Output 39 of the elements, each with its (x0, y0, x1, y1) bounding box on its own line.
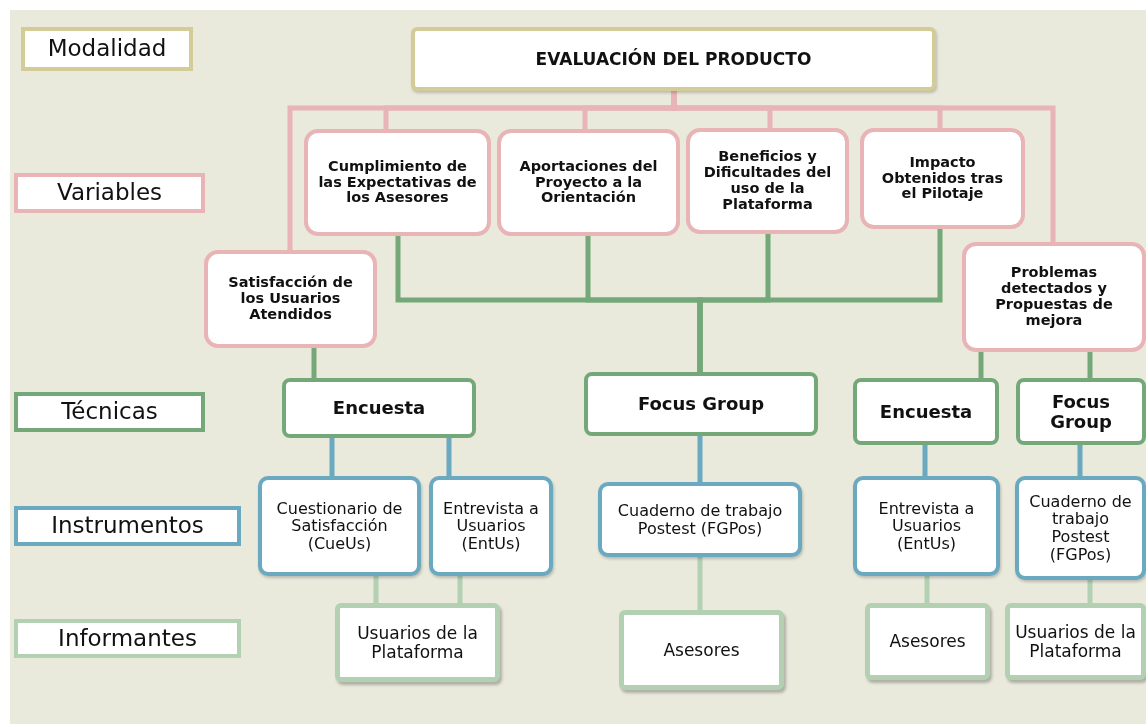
connector-line (1077, 443, 1083, 478)
connector-line (1087, 350, 1093, 380)
technique-box: Focus Group (584, 372, 818, 436)
instrument-box: Cuestionario de Satisfacción (CueUs) (258, 476, 421, 576)
connector-line (329, 436, 335, 478)
connector-line (671, 89, 1056, 244)
technique-box: Focus Group (1016, 378, 1146, 445)
technique-box: Encuesta (853, 378, 999, 445)
instrument-box: Entrevista a Usuarios (EntUs) (853, 476, 1000, 576)
connector-line (922, 443, 928, 478)
connector-line (446, 436, 452, 478)
level-label: Modalidad (21, 27, 193, 71)
level-label: Informantes (14, 619, 241, 658)
informant-box: Usuarios de la Plataforma (335, 603, 500, 682)
informant-box: Asesores (619, 610, 784, 690)
connector-line (697, 227, 943, 374)
connector-line (924, 574, 930, 605)
title-box: EVALUACIÓN DEL PRODUCTO (411, 27, 936, 91)
connector-line (1087, 578, 1093, 605)
variable-box: Impacto Obtenidos tras el Pilotaje (860, 128, 1025, 229)
connector-line (373, 574, 379, 605)
variable-box: Satisfacción de los Usuarios Atendidos (204, 250, 377, 348)
level-label: Variables (14, 173, 205, 213)
variable-box: Problemas detectados y Propuestas de mejora (962, 242, 1146, 352)
level-label: Técnicas (14, 392, 205, 432)
variable-box: Beneficios y Dificultades del uso de la Plataforma (686, 128, 849, 234)
informant-box: Asesores (865, 603, 990, 680)
connector-line (311, 346, 317, 380)
variable-box: Cumplimiento de las Expectativas de los Asesores (304, 129, 491, 236)
connector-line (697, 555, 703, 612)
variable-box: Aportaciones del Proyecto a la Orientación (497, 129, 680, 236)
instrument-box: Cuaderno de trabajo Postest (FGPos) (598, 482, 802, 557)
technique-box: Encuesta (282, 378, 476, 438)
connector-line (457, 574, 463, 605)
informant-box: Usuarios de la Plataforma (1005, 603, 1146, 680)
instrument-box: Entrevista a Usuarios (EntUs) (429, 476, 553, 576)
instrument-box: Cuaderno de trabajo Postest (FGPos) (1015, 476, 1146, 580)
connector-line (697, 434, 703, 484)
level-label: Instrumentos (14, 506, 241, 546)
